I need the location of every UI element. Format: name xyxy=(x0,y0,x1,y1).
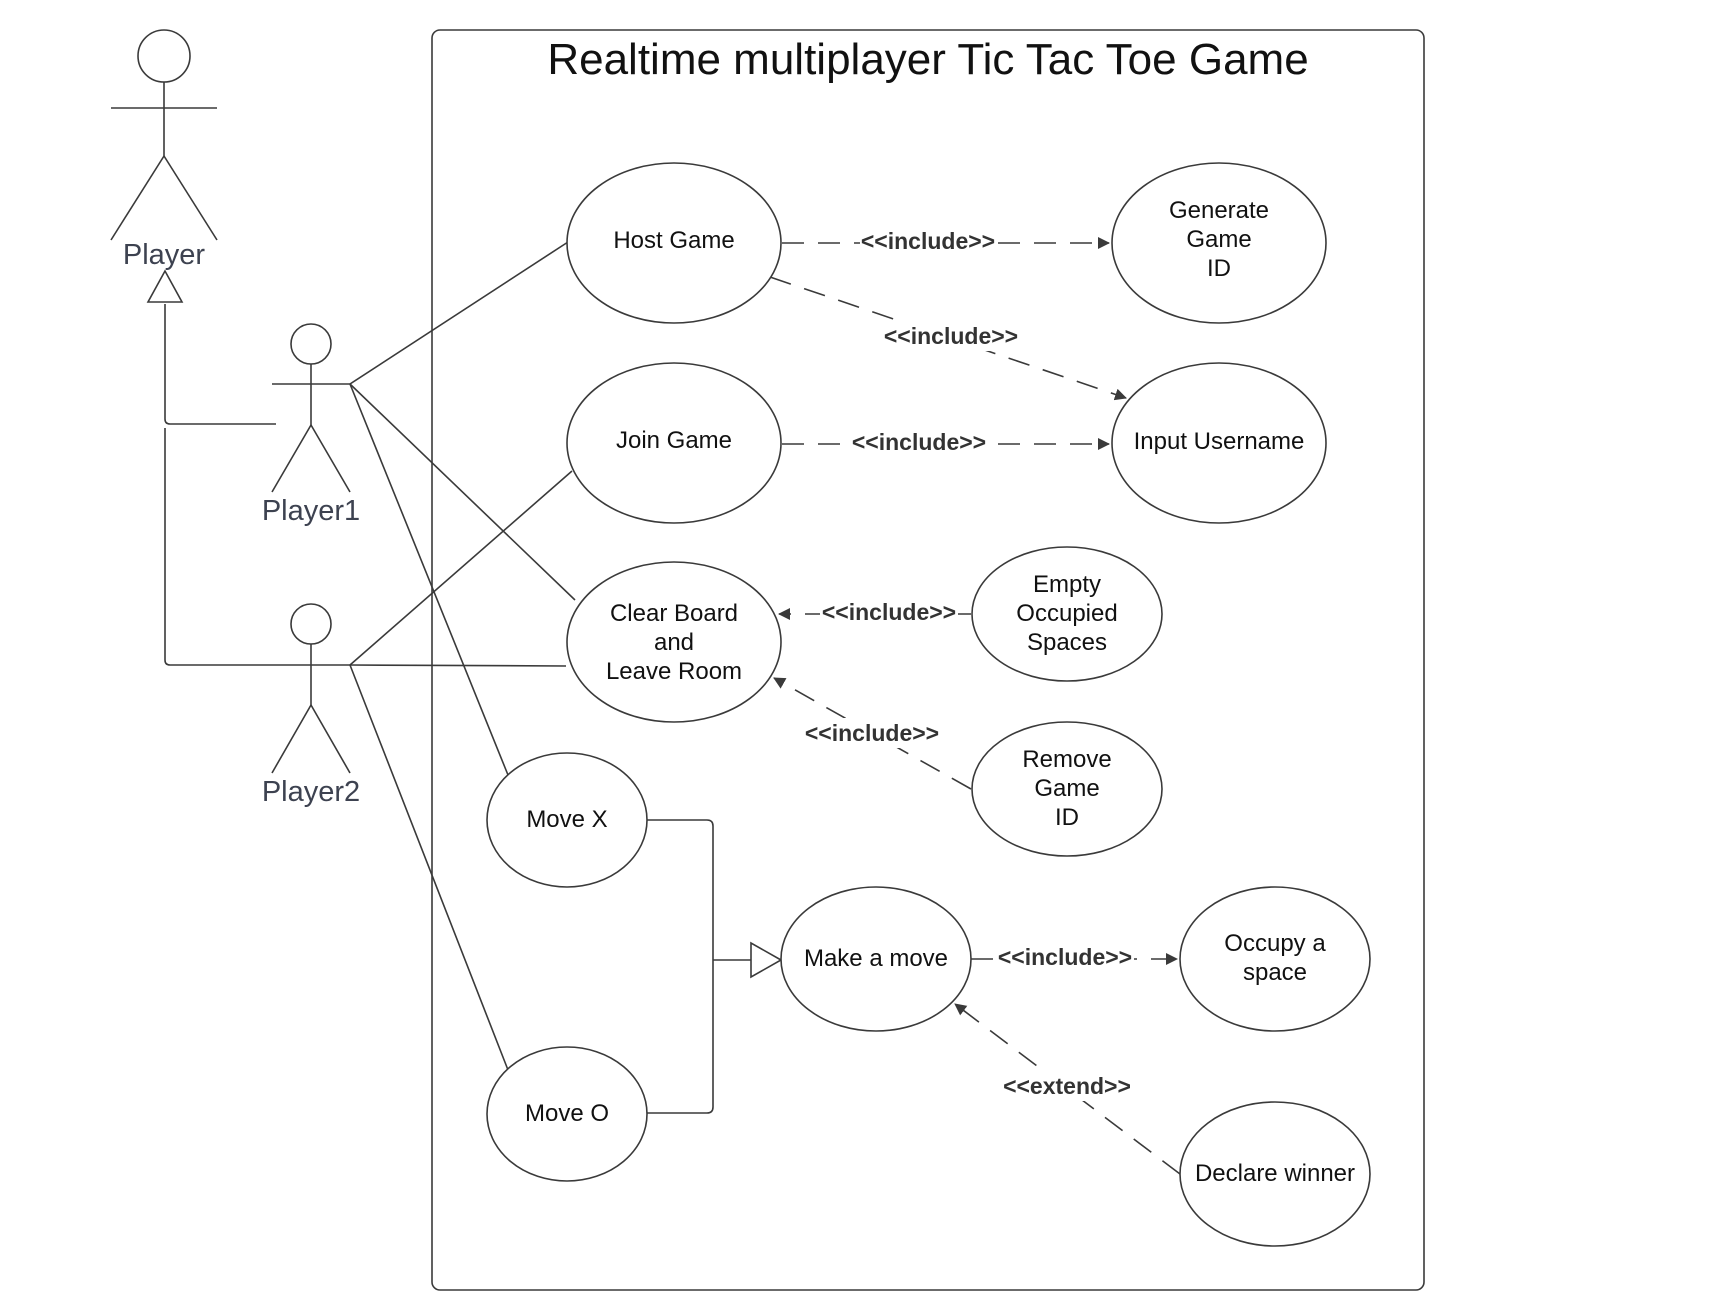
relation-labels: <<include>> <<include>> <<include>> <<in… xyxy=(803,226,1134,1101)
use-case-move-x: Move X xyxy=(486,752,648,888)
label-winner-extend: <<extend>> xyxy=(1003,1073,1131,1099)
use-case-declare-winner-label: Declare winner xyxy=(1195,1160,1355,1187)
use-case-empty-occupied-spaces-label: Spaces xyxy=(1027,629,1107,656)
use-case-input-username-label: Input Username xyxy=(1134,428,1305,455)
use-case-move-o-label: Move O xyxy=(525,1100,609,1127)
label-remove-clear: <<include>> xyxy=(805,720,939,746)
use-case-occupy-space: Occupy a space xyxy=(1179,886,1371,1032)
use-case-empty-occupied-spaces-label: Empty xyxy=(1033,571,1101,598)
use-case-clear-board: Clear Board and Leave Room xyxy=(566,561,782,723)
label-move-occupy: <<include>> xyxy=(998,944,1132,970)
diagram-title: Realtime multiplayer Tic Tac Toe Game xyxy=(547,35,1308,84)
actor-player2: Player2 xyxy=(262,603,360,808)
actor-player1-label: Player1 xyxy=(262,495,360,527)
use-case-input-username: Input Username xyxy=(1111,362,1327,524)
use-case-remove-game-id-label: Game xyxy=(1034,775,1099,802)
label-host-generate: <<include>> xyxy=(861,228,995,254)
use-case-clear-board-label: Clear Board xyxy=(610,600,738,627)
use-case-declare-winner: Declare winner xyxy=(1179,1101,1371,1247)
system-boundary xyxy=(431,29,1425,1291)
use-case-empty-occupied-spaces-label: Occupied xyxy=(1016,600,1117,627)
label-join-username: <<include>> xyxy=(852,429,986,455)
actor-player: Player xyxy=(110,29,218,271)
use-case-generate-game-id-label: ID xyxy=(1207,255,1231,282)
label-host-username: <<include>> xyxy=(884,323,1018,349)
use-case-join-game: Join Game xyxy=(566,362,782,524)
use-case-move-x-label: Move X xyxy=(526,806,607,833)
use-case-occupy-space-label: Occupy a xyxy=(1224,930,1326,957)
dependencies xyxy=(769,237,1181,1175)
use-case-generate-game-id-label: Generate xyxy=(1169,197,1269,224)
use-case-remove-game-id-label: ID xyxy=(1055,804,1079,831)
use-case-empty-occupied-spaces: Empty Occupied Spaces xyxy=(971,546,1163,682)
use-case-remove-game-id-label: Remove xyxy=(1022,746,1111,773)
actor-player-label: Player xyxy=(123,239,206,271)
actor-player1: Player1 xyxy=(262,323,360,527)
use-case-remove-game-id: Remove Game ID xyxy=(971,721,1163,857)
associations xyxy=(349,241,576,1071)
use-case-host-game: Host Game xyxy=(566,162,782,324)
actor-player2-label: Player2 xyxy=(262,776,360,808)
use-case-join-game-label: Join Game xyxy=(616,427,732,454)
use-case-make-move-label: Make a move xyxy=(804,945,948,972)
use-case-move-o: Move O xyxy=(486,1046,648,1182)
use-case-generate-game-id: Generate Game ID xyxy=(1111,162,1327,324)
use-case-host-game-label: Host Game xyxy=(613,227,734,254)
use-case-clear-board-label: and xyxy=(654,629,694,656)
use-case-occupy-space-label: space xyxy=(1243,959,1307,986)
use-case-make-move: Make a move xyxy=(780,886,972,1032)
actor-generalization xyxy=(146,269,276,666)
use-case-clear-board-label: Leave Room xyxy=(606,658,742,685)
move-generalization xyxy=(646,819,783,1114)
label-empty-clear: <<include>> xyxy=(822,599,956,625)
use-case-generate-game-id-label: Game xyxy=(1186,226,1251,253)
